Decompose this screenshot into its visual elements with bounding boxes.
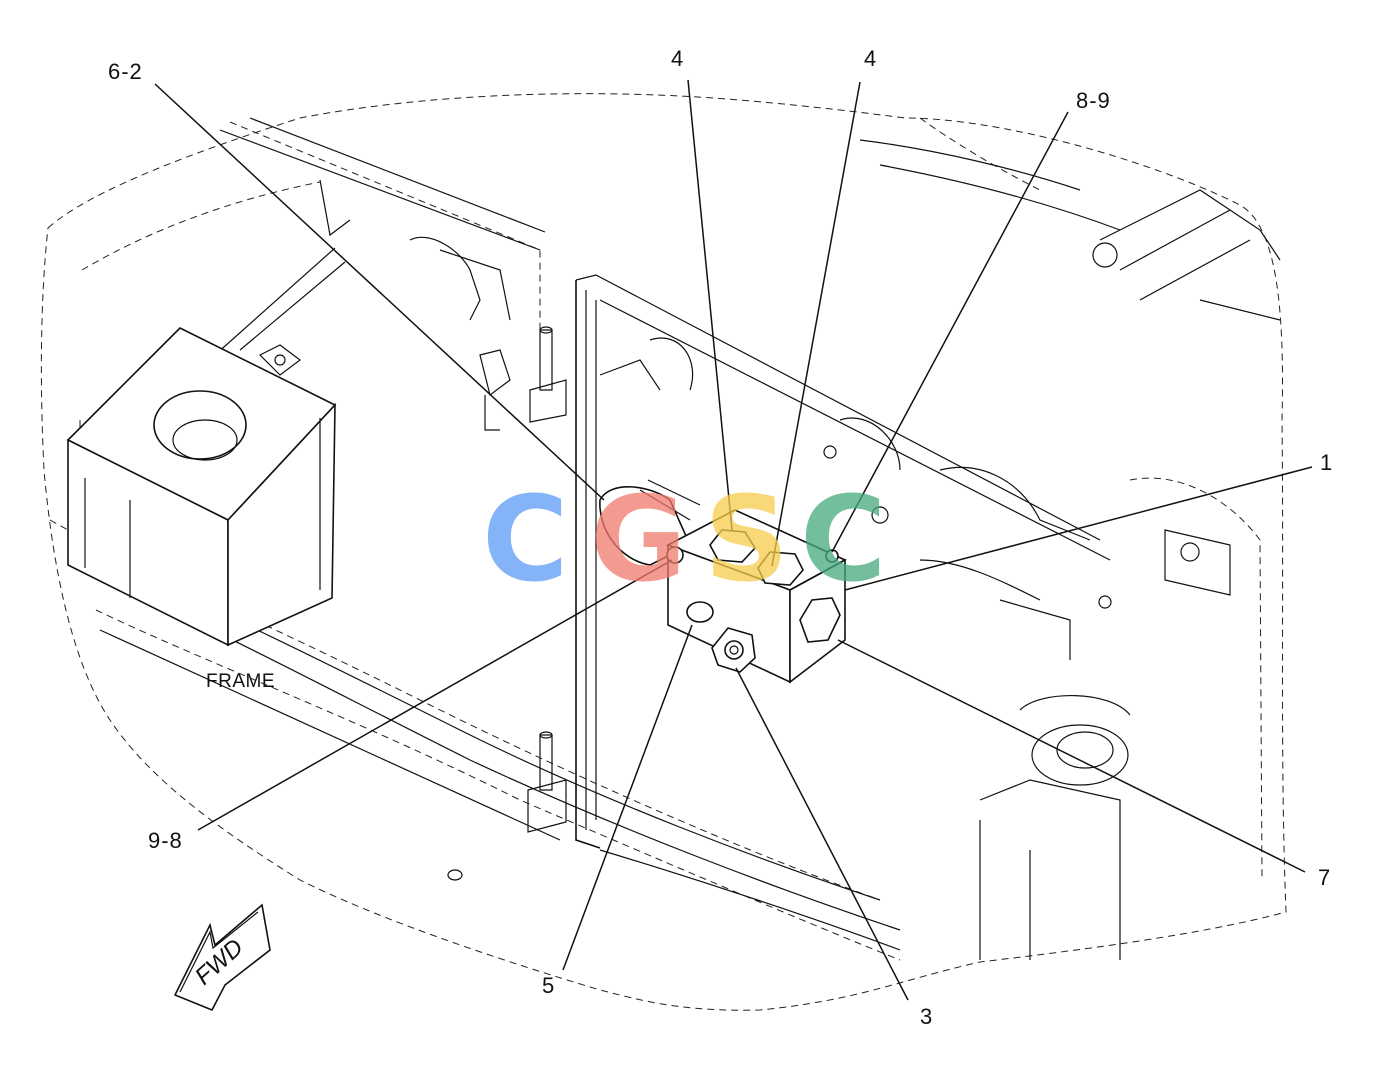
fwd-arrow: FWD [173, 903, 271, 1012]
callout-9-8: 9-8 [148, 828, 183, 853]
callout-3: 3 [920, 1004, 933, 1029]
callout-1: 1 [1320, 450, 1333, 475]
callout-6-2: 6-2 [108, 59, 143, 84]
frame-label: FRAME [206, 671, 275, 692]
callout-5: 5 [542, 973, 555, 998]
watermark-letter-c1: C [482, 470, 569, 608]
watermark-letter-c2: C [800, 470, 887, 608]
callout-4-right: 4 [864, 46, 877, 71]
watermark-letter-g: G [590, 470, 687, 608]
cgsc-watermark-logo: C G S C [482, 470, 887, 608]
callout-4-left: 4 [671, 46, 684, 71]
tank-box [66, 327, 337, 647]
hydraulic-block [599, 479, 847, 684]
callout-8-9: 8-9 [1076, 88, 1111, 113]
leader-lines [154, 79, 1313, 1001]
watermark-letter-s: S [704, 470, 789, 608]
callout-7: 7 [1318, 865, 1331, 890]
frame-structure [89, 117, 1281, 960]
callout-labels: 6-2 4 4 8-9 1 7 3 5 9-8 [108, 46, 1333, 1029]
